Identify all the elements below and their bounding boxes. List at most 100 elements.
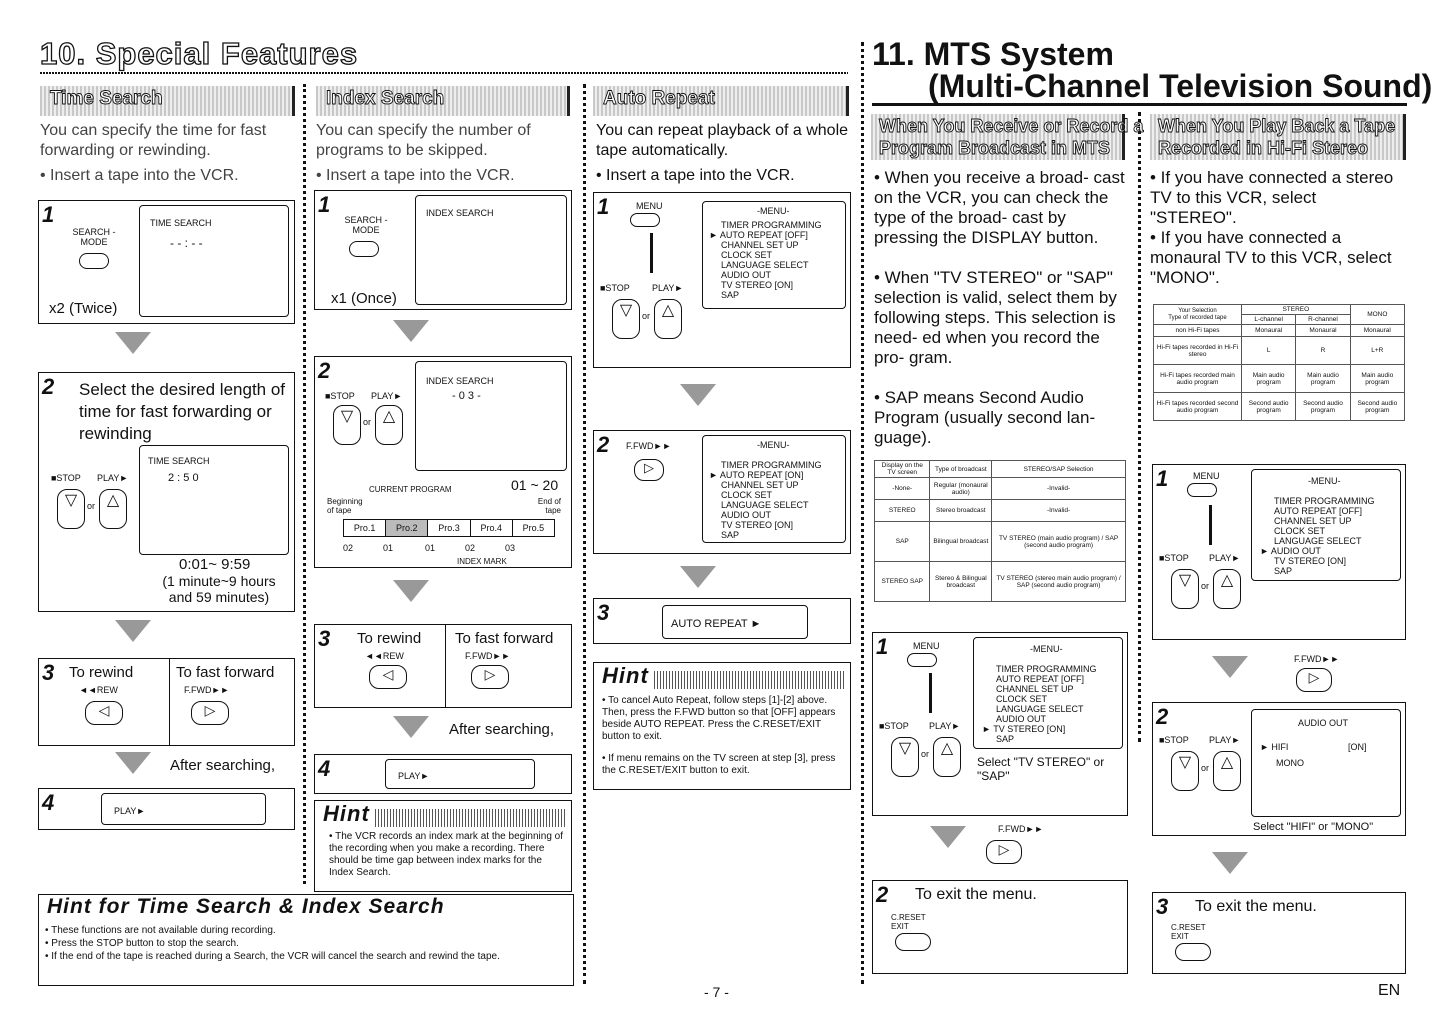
time-search-bullet: • Insert a tape into the VCR.	[40, 167, 239, 184]
menu-button[interactable]	[907, 653, 937, 667]
tv-screen: PLAY►	[101, 793, 266, 825]
auto-repeat-hint: Hint • To cancel Auto Repeat, follow ste…	[593, 662, 851, 790]
down-arrow-icon	[1212, 656, 1248, 678]
menu-screen: -MENU- TIMER PROGRAMMING AUTO REPEAT [OF…	[973, 637, 1123, 749]
up-button[interactable]: △	[654, 299, 682, 339]
index-search-step-1: 1 SEARCH -MODE INDEX SEARCH x1 (Once)	[314, 190, 572, 310]
tv-screen: AUTO REPEAT ►	[662, 605, 808, 639]
step-text: Select the desired length of time for fa…	[79, 380, 286, 443]
column-divider	[583, 84, 586, 984]
mts-playback-step-2: 2 ■STOP PLAY► ▽ or △ AUDIO OUT ► HIFI [O…	[1152, 702, 1406, 836]
title-underline	[40, 72, 848, 74]
time-search-step-1: 1 SEARCH -MODE TIME SEARCH - - : - - x2 …	[38, 200, 295, 324]
menu-screen: -MENU- TIMER PROGRAMMING AUTO REPEAT [OF…	[1251, 469, 1401, 581]
up-button[interactable]: △	[933, 737, 961, 777]
time-search-intro: You can specify the time for fast forwar…	[40, 122, 267, 159]
mts-receive-step-1: 1 MENU ■STOP PLAY► ▽ or △ -MENU- TIMER P…	[872, 632, 1128, 816]
press-count: x2 (Twice)	[49, 300, 118, 317]
auto-repeat-step-1: 1 MENU ■STOP PLAY► ▽ or △ -MENU- TIMER P…	[593, 192, 851, 368]
column-divider	[861, 42, 864, 984]
mts-receive-bullet-3: • SAP means Second Audio Program (usuall…	[874, 388, 1096, 447]
auto-repeat-bullet: • Insert a tape into the VCR.	[596, 167, 795, 184]
down-button[interactable]: ▽	[612, 299, 640, 339]
fast-forward-button[interactable]: ▷	[634, 459, 664, 481]
down-button[interactable]: ▽	[1171, 569, 1199, 609]
down-arrow-icon	[680, 566, 716, 588]
mts-playback-header: When You Play Back a Tape Recorded in Hi…	[1150, 114, 1406, 160]
search-mode-button[interactable]	[349, 241, 379, 257]
index-search-intro: You can specify the number of programs t…	[316, 122, 531, 159]
up-button[interactable]: △	[375, 405, 403, 445]
mts-receive-header: When You Receive or Record a Program Bro…	[871, 114, 1144, 160]
after-searching-text: After searching,	[170, 757, 276, 774]
down-button[interactable]: ▽	[333, 405, 361, 445]
section-10-title: 10. Special Features	[39, 36, 359, 71]
down-arrow-icon	[393, 580, 429, 602]
mts-receive-bullet-1: • When you receive a broad- cast on the …	[874, 168, 1125, 247]
rewind-button[interactable]: ◁	[85, 701, 123, 725]
section-11-subtitle: (Multi-Channel Television Sound)	[928, 68, 1433, 104]
index-search-hint: Hint • The VCR records an index mark at …	[314, 800, 572, 892]
tv-screen: PLAY►	[385, 759, 535, 789]
down-arrow-icon	[930, 826, 966, 848]
mts-playback-bullet-2: • If you have connected a monaural TV to…	[1150, 228, 1392, 287]
auto-repeat-intro: You can repeat playback of a whole tape …	[596, 122, 849, 159]
down-arrow-icon	[393, 716, 429, 738]
mts-receive-step-2: 2 To exit the menu. C.RESET EXIT	[872, 880, 1128, 974]
tv-screen: INDEX SEARCH	[415, 195, 567, 305]
down-arrow-icon	[115, 620, 151, 642]
tv-screen: TIME SEARCH - - : - -	[139, 205, 289, 317]
mts-playback-step-1: 1 MENU ■STOP PLAY► ▽ or △ -MENU- TIMER P…	[1152, 464, 1406, 640]
up-button[interactable]: △	[1213, 751, 1241, 791]
index-search-step-2: 2 ■STOP PLAY► ▽ or △ INDEX SEARCH - 0 3 …	[314, 356, 572, 568]
tv-screen: INDEX SEARCH - 0 3 -	[415, 361, 567, 471]
menu-screen: -MENU- TIMER PROGRAMMING ► AUTO REPEAT […	[702, 435, 846, 543]
auto-repeat-step-3: 3 AUTO REPEAT ►	[593, 598, 851, 644]
fast-forward-button[interactable]: ▷	[191, 701, 229, 725]
title-underline	[872, 103, 1407, 106]
down-arrow-icon	[393, 320, 429, 342]
page-number: - 7 -	[704, 984, 729, 1000]
down-button[interactable]: ▽	[57, 489, 85, 529]
menu-screen: -MENU- TIMER PROGRAMMING ► AUTO REPEAT […	[702, 201, 846, 309]
program-strip: Pro.1 Pro.2 Pro.3 Pro.4 Pro.5	[343, 519, 555, 537]
down-arrow-icon	[1212, 852, 1248, 874]
fast-forward-button[interactable]: ▷	[986, 840, 1022, 864]
search-mode-button[interactable]	[79, 253, 109, 269]
search-mode-label: SEARCH -MODE	[72, 227, 116, 247]
auto-repeat-step-2: 2 F.FWD►► ▷ -MENU- TIMER PROGRAMMING ► A…	[593, 430, 851, 554]
tv-screen: TIME SEARCH 2 : 5 0	[139, 445, 289, 555]
c-reset-exit-button[interactable]	[895, 933, 931, 951]
mts-receive-bullet-2: • When "TV STEREO" or "SAP" selection is…	[874, 268, 1117, 367]
rewind-button[interactable]: ◁	[369, 665, 407, 689]
index-search-step-3: 3 To rewind To fast forward ◄◄REW F.FWD►…	[314, 624, 572, 708]
down-arrow-icon	[115, 752, 151, 774]
down-button[interactable]: ▽	[891, 737, 919, 777]
fast-forward-button[interactable]: ▷	[471, 665, 509, 689]
index-search-header: Index Search	[316, 86, 570, 116]
up-button[interactable]: △	[1213, 569, 1241, 609]
time-search-step-4: 4 PLAY►	[38, 788, 295, 830]
column-divider	[303, 84, 306, 884]
up-button[interactable]: △	[99, 489, 127, 529]
down-button[interactable]: ▽	[1171, 751, 1199, 791]
menu-button[interactable]	[1187, 483, 1217, 497]
mts-playback-step-3: 3 To exit the menu. C.RESET EXIT	[1152, 892, 1406, 974]
auto-repeat-header: Auto Repeat	[593, 86, 849, 116]
after-searching-text: After searching,	[449, 721, 555, 738]
fast-forward-button[interactable]: ▷	[1296, 668, 1332, 692]
down-arrow-icon	[115, 332, 151, 354]
mts-playback-bullet-1: • If you have connected a stereo TV to t…	[1150, 168, 1394, 227]
time-search-step-2: 2 Select the desired length of time for …	[38, 372, 295, 612]
index-search-bullet: • Insert a tape into the VCR.	[316, 167, 515, 184]
time-search-step-3: 3 To rewind To fast forward ◄◄REW F.FWD►…	[38, 658, 295, 746]
down-arrow-icon	[680, 384, 716, 406]
c-reset-exit-button[interactable]	[1175, 943, 1211, 961]
index-search-step-4: 4 PLAY►	[314, 754, 572, 794]
hint-time-index-search: Hint for Time Search & Index Search • Th…	[38, 894, 574, 986]
section-11-title: 11. MTS System	[872, 36, 1114, 72]
column-divider	[1138, 112, 1141, 742]
menu-button[interactable]	[630, 213, 660, 227]
